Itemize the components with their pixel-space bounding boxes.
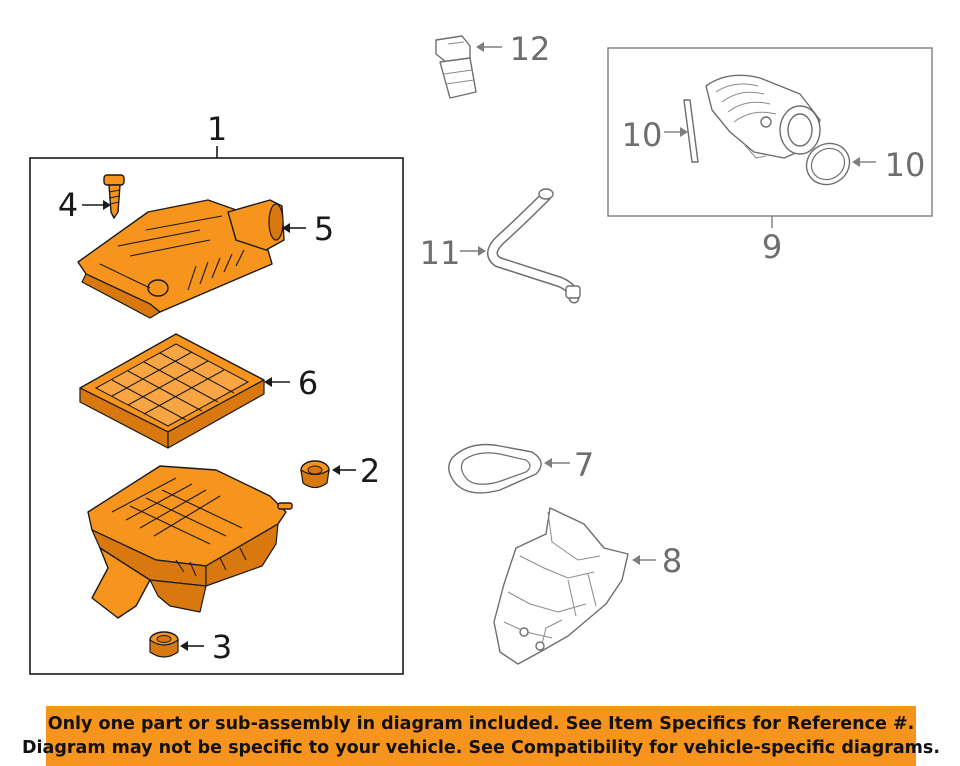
callout-4-arrow <box>103 200 111 210</box>
callout-10a: 10 <box>622 116 663 154</box>
callout-4: 4 <box>58 186 78 224</box>
disclaimer-banner: Only one part or sub-assembly in diagram… <box>22 706 940 766</box>
callout-5: 5 <box>314 210 334 248</box>
part-9-intake-duct[interactable] <box>705 74 821 159</box>
callout-5-arrow <box>282 223 290 233</box>
part-2-grommet[interactable] <box>300 460 330 489</box>
callout-2-arrow <box>332 465 340 475</box>
part-11-breather-hose[interactable] <box>487 188 581 304</box>
callout-10b: 10 <box>885 146 926 184</box>
callout-11-arrow <box>478 246 486 256</box>
part-6-air-filter[interactable] <box>79 333 265 449</box>
callout-8: 8 <box>662 542 682 580</box>
disclaimer-line-2: Diagram may not be specific to your vehi… <box>22 738 940 758</box>
callout-3-arrow <box>180 641 188 651</box>
part-4-screw[interactable] <box>103 174 125 219</box>
part-1-lower-housing[interactable] <box>87 465 293 619</box>
part-5-housing-cover[interactable] <box>77 199 285 319</box>
part-7-seal[interactable] <box>448 443 542 494</box>
callout-2: 2 <box>360 452 380 490</box>
callout-3: 3 <box>212 628 232 666</box>
callout-7-arrow <box>544 458 552 468</box>
part-12-sensor[interactable] <box>435 35 477 99</box>
callout-1: 1 <box>207 110 227 148</box>
callout-10b-arrow <box>852 157 860 167</box>
disclaimer-line-1: Only one part or sub-assembly in diagram… <box>47 714 915 734</box>
part-8-air-deflector[interactable] <box>493 507 629 665</box>
duct-assembly-box <box>607 47 933 217</box>
callout-9: 9 <box>762 228 782 266</box>
callout-10a-arrow <box>680 127 688 137</box>
callout-7: 7 <box>574 446 594 484</box>
callout-11: 11 <box>420 234 461 272</box>
callout-12: 12 <box>510 30 551 68</box>
callout-12-arrow <box>476 42 484 52</box>
callout-6: 6 <box>298 364 318 402</box>
part-10-hose-clamp[interactable] <box>799 136 857 193</box>
part-3-mount[interactable] <box>149 631 179 658</box>
callout-6-arrow <box>264 377 272 387</box>
callout-8-arrow <box>632 555 640 565</box>
part-10-clamp-strip[interactable] <box>683 99 699 163</box>
